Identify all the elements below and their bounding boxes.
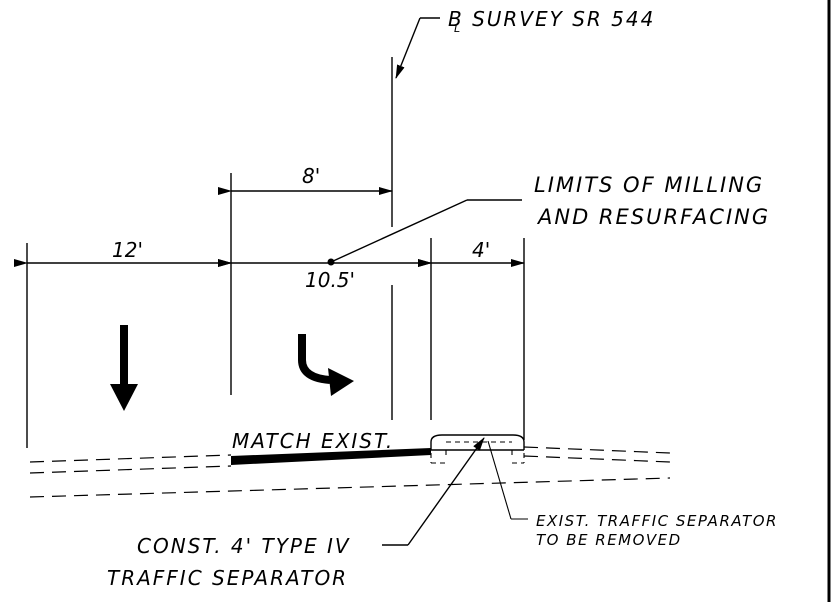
mill-resurface-layer xyxy=(231,448,431,465)
turn-lane-arrow-icon xyxy=(298,334,354,396)
traffic-separator xyxy=(430,434,525,464)
existing-separator-label-line1: EXIST. TRAFFIC SEPARATOR xyxy=(536,512,778,530)
new-separator-label-line1: CONST. 4' TYPE IV xyxy=(137,534,351,558)
existing-separator-leader xyxy=(487,440,528,520)
through-lane-arrow-icon xyxy=(110,325,138,411)
survey-baseline xyxy=(391,17,440,420)
dimension-8ft-label: 8' xyxy=(302,164,320,188)
existing-separator-label-line2: TO BE REMOVED xyxy=(536,531,682,549)
new-separator-label-line2: TRAFFIC SEPARATOR xyxy=(107,566,348,590)
baseline-symbol: L xyxy=(454,22,460,35)
new-separator-leader xyxy=(382,437,485,546)
dimension-4ft-label: 4' xyxy=(472,238,490,262)
dimension-12ft-label: 12' xyxy=(112,238,143,262)
match-existing-label: MATCH EXIST. xyxy=(232,429,394,453)
limits-label-line2: AND RESURFACING xyxy=(536,205,770,229)
extension-lines xyxy=(26,173,525,448)
pavement-lines xyxy=(29,446,671,498)
limits-leader xyxy=(327,199,522,266)
dimension-10-5ft-label: 10.5' xyxy=(305,268,355,292)
limits-label-line1: LIMITS OF MILLING xyxy=(534,173,764,197)
baseline-label: B SURVEY SR 544 xyxy=(448,7,655,31)
